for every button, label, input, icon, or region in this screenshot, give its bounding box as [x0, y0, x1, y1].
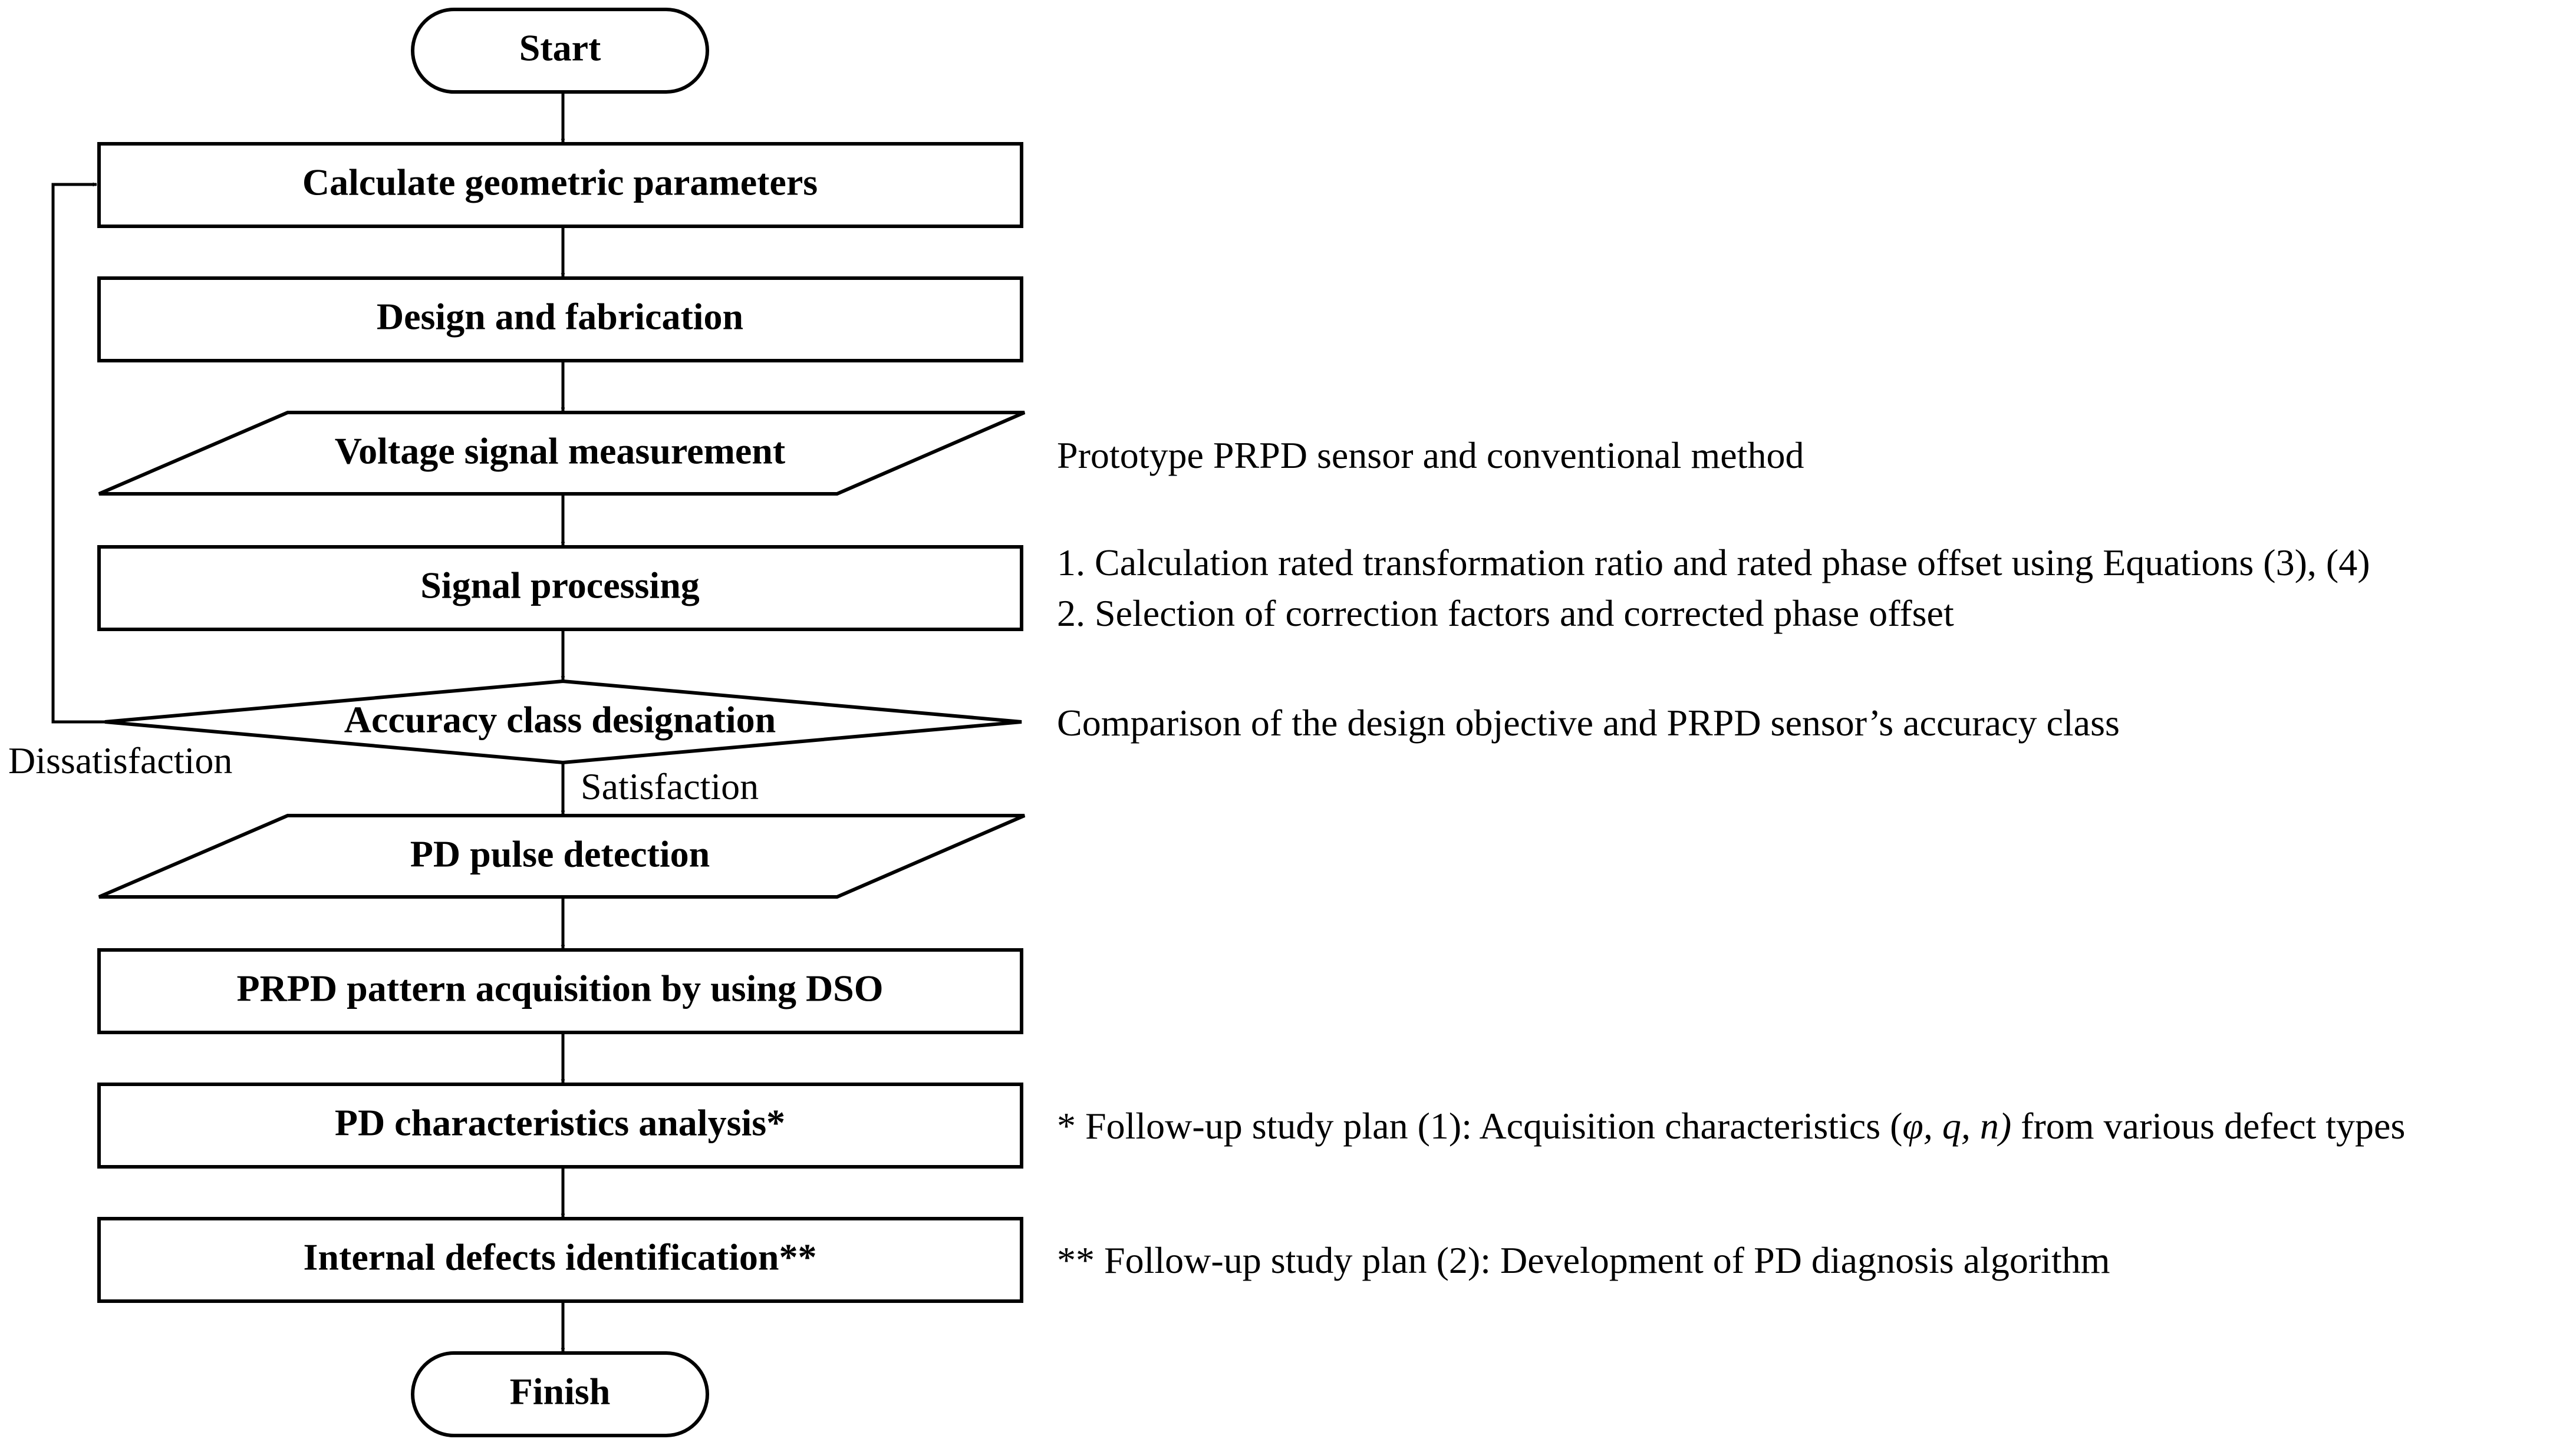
pd-pulse-node: PD pulse detection — [98, 814, 1026, 899]
note-voltage: Prototype PRPD sensor and conventional m… — [1057, 434, 1804, 476]
pd-char-node: PD characteristics analysis* — [97, 1083, 1023, 1169]
pd-pulse-label: PD pulse detection — [410, 833, 710, 875]
note-signal-1: 1. Calculation rated transformation rati… — [1057, 542, 2370, 583]
voltage-label: Voltage signal measurement — [335, 430, 786, 472]
note-internal: ** Follow-up study plan (2): Development… — [1057, 1239, 2110, 1281]
note-pd-char-suffix: from various defect types — [2011, 1105, 2405, 1147]
note-pd-char-prefix: * Follow-up study plan (1): Acquisition … — [1057, 1105, 1902, 1147]
dissatisfaction-label: Dissatisfaction — [8, 740, 232, 781]
signal-label: Signal processing — [420, 565, 700, 606]
finish-node: Finish — [411, 1351, 709, 1437]
pd-char-label: PD characteristics analysis* — [335, 1102, 785, 1144]
internal-node: Internal defects identification** — [97, 1217, 1023, 1303]
finish-label: Finish — [510, 1371, 611, 1413]
note-pd-char: * Follow-up study plan (1): Acquisition … — [1057, 1105, 2405, 1147]
start-node: Start — [411, 8, 709, 94]
signal-node: Signal processing — [97, 545, 1023, 631]
voltage-node: Voltage signal measurement — [98, 411, 1026, 496]
connectors — [51, 93, 565, 1352]
prpd-node: PRPD pattern acquisition by using DSO — [97, 948, 1023, 1034]
satisfaction-label: Satisfaction — [581, 765, 759, 807]
note-accuracy: Comparison of the design objective and P… — [1057, 702, 2120, 744]
note-pd-char-vars: φ, q, n) — [1902, 1105, 2011, 1147]
calc-params-label: Calculate geometric parameters — [302, 161, 818, 203]
accuracy-label: Accuracy class designation — [344, 699, 776, 741]
start-label: Start — [519, 27, 601, 69]
feedback-loop-arrow — [51, 182, 105, 724]
design-label: Design and fabrication — [377, 296, 743, 338]
side-notes: Prototype PRPD sensor and conventional m… — [1057, 434, 2405, 1281]
accuracy-node: Accuracy class designation — [104, 679, 1022, 765]
note-signal-2: 2. Selection of correction factors and c… — [1057, 592, 1954, 634]
internal-label: Internal defects identification** — [304, 1236, 817, 1278]
calc-params-node: Calculate geometric parameters — [97, 142, 1023, 228]
design-node: Design and fabrication — [97, 276, 1023, 362]
prpd-label: PRPD pattern acquisition by using DSO — [236, 968, 883, 1009]
